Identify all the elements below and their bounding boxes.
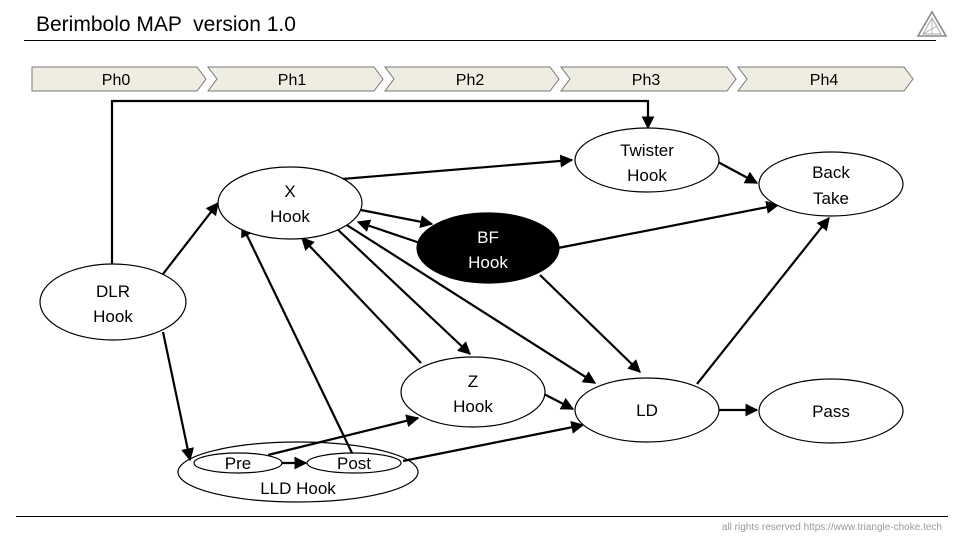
edge-z-x <box>301 237 422 364</box>
phase-label: Ph2 <box>456 72 485 89</box>
node-pass: Pass <box>758 378 904 444</box>
phase-ph1: Ph1 <box>207 66 384 92</box>
edges <box>110 99 830 470</box>
node-back-take: Back Take <box>758 151 904 217</box>
edge-ld-backtake <box>696 216 830 385</box>
node-label: DLR <box>96 282 130 301</box>
node-label: LLD Hook <box>260 479 336 498</box>
edge-bf-ld <box>539 274 641 373</box>
node-label: Hook <box>627 166 667 185</box>
node-twister-hook: Twister Hook <box>574 127 720 193</box>
edge-twister-backtake <box>717 161 759 184</box>
edge-x-z <box>334 226 471 355</box>
node-z-hook: Z Hook <box>400 356 546 428</box>
node-label: Pre <box>225 454 251 473</box>
edge-bf-backtake <box>557 200 780 250</box>
node-ld: LD <box>574 377 720 443</box>
edge-lld-ld <box>402 420 585 463</box>
edge-bf-x <box>356 219 421 245</box>
copyright-notice: all rights reserved https://www.triangle… <box>721 522 942 533</box>
node-label: Twister <box>620 141 674 160</box>
node-label: Take <box>813 189 849 208</box>
edge-dlr-x <box>162 201 219 275</box>
phase-label: Ph0 <box>102 72 131 89</box>
node-label: LD <box>636 401 658 420</box>
node-label: Pass <box>812 402 850 421</box>
node-x-hook: X Hook <box>217 166 363 240</box>
phase-ph0: Ph0 <box>31 66 207 92</box>
phase-ph4: Ph4 <box>737 66 914 92</box>
node-label: Hook <box>93 307 133 326</box>
phase-ph2: Ph2 <box>384 66 560 92</box>
node-dlr-hook: DLR Hook <box>39 263 187 341</box>
phase-ph3: Ph3 <box>560 66 737 92</box>
footer-divider <box>16 516 948 517</box>
node-label: Hook <box>468 253 508 272</box>
edge-x-bf <box>360 208 434 229</box>
node-label: BF <box>477 228 499 247</box>
node-label: Hook <box>270 207 310 226</box>
node-label: Hook <box>453 397 493 416</box>
node-pre: Pre <box>193 452 283 474</box>
phase-label: Ph4 <box>810 72 839 89</box>
node-label: Z <box>468 372 478 391</box>
node-bf-hook: BF Hook <box>416 212 560 284</box>
node-lld-hook: LLD Hook <box>177 441 419 503</box>
edge-z-ld <box>541 392 575 410</box>
edge-post-x <box>241 223 353 454</box>
triangle-logo-icon <box>916 10 948 37</box>
title-divider <box>24 40 936 41</box>
node-post: Post <box>306 452 402 474</box>
node-label: Post <box>337 454 371 473</box>
edge-dlr-lld <box>161 331 194 462</box>
page-title: Berimbolo MAP version 1.0 <box>36 13 296 36</box>
edge-x-ld <box>341 221 597 384</box>
node-label: X <box>284 182 295 201</box>
phase-label: Ph1 <box>278 72 307 89</box>
phase-label: Ph3 <box>632 72 661 89</box>
node-label: Back <box>812 163 850 182</box>
edge-x-twister <box>341 154 574 181</box>
phase-bar: Ph0 Ph1 Ph2 Ph3 Ph4 <box>31 66 914 92</box>
edge-dlr-twister <box>110 99 655 268</box>
